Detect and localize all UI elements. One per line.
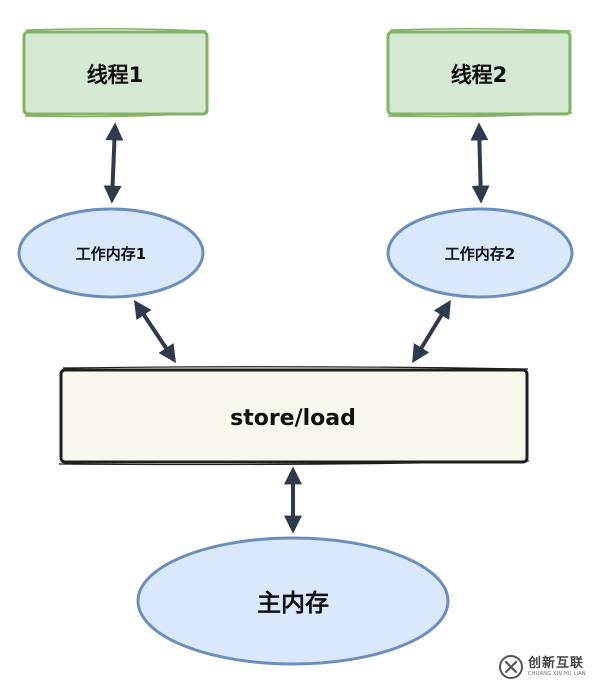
main-memory-ellipse: 主内存 (136, 536, 450, 666)
work-memory1-label: 工作内存1 (76, 245, 146, 263)
work-memory2-ellipse: 工作内存2 (386, 207, 574, 299)
watermark: 创新互联 CHUANG XIN HU LIAN (498, 649, 594, 685)
cx-logo-icon (499, 655, 523, 679)
main-memory-label: 主内存 (257, 589, 329, 617)
thread2-box: 线程2 (386, 27, 573, 118)
thread2-workmem2-arrow (470, 122, 490, 204)
watermark-cn: 创新互联 (528, 656, 585, 671)
thread1-label: 线程1 (87, 63, 144, 87)
work-memory1-ellipse: 工作内存1 (17, 207, 205, 299)
thread1-box: 线程1 (22, 27, 209, 118)
thread1-workmem1-arrow (103, 122, 124, 204)
workmem1-bus-arrow (134, 300, 176, 363)
store-load-label: store/load (230, 406, 356, 431)
thread2-label: 线程2 (451, 63, 508, 87)
watermark-en: CHUANG XIN HU LIAN (528, 671, 586, 677)
work-memory2-label: 工作内存2 (445, 245, 515, 263)
store-load-box: store/load (58, 366, 530, 466)
workmem2-bus-arrow (412, 299, 451, 364)
